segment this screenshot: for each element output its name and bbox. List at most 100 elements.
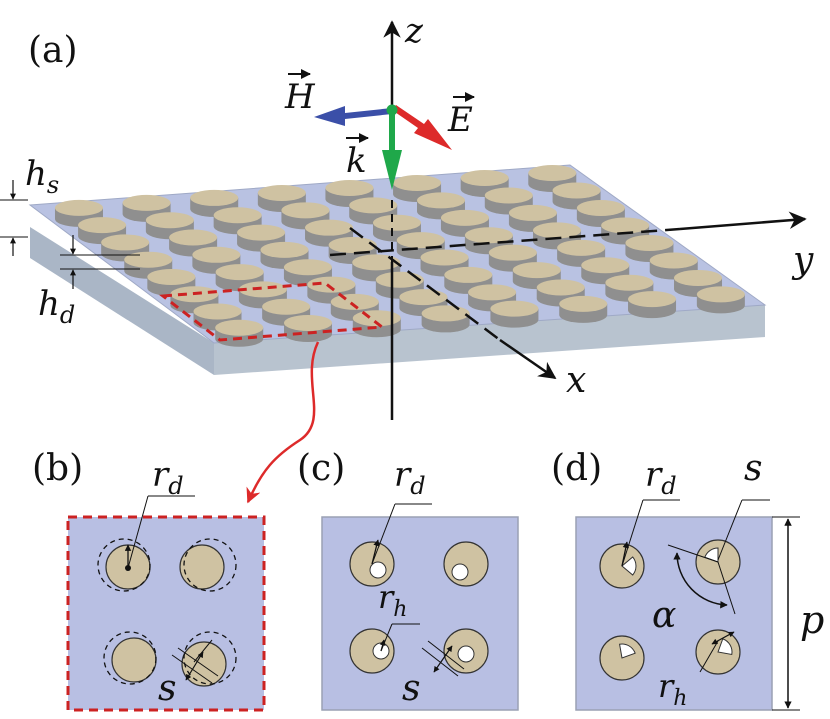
disk-top — [605, 274, 654, 291]
disk — [179, 544, 225, 590]
rh-leader-d — [699, 640, 719, 673]
rh-sub-c: h — [393, 597, 407, 622]
disk — [443, 541, 489, 587]
callout-arrow — [246, 341, 320, 504]
disk-top — [147, 268, 196, 285]
disk-top — [559, 295, 608, 312]
rh-base-d: r — [658, 667, 675, 705]
disk-top — [328, 237, 377, 254]
hd-dimension: hd — [38, 235, 140, 329]
alpha-label: α — [652, 595, 676, 636]
s-arrow-b — [185, 651, 204, 681]
x-axis-hidden — [349, 226, 501, 342]
disk-top — [601, 217, 650, 234]
unit-cell-highlight — [159, 281, 386, 342]
rd-sub-c: d — [410, 472, 425, 500]
disk-top — [536, 279, 585, 296]
rd-arrow-d — [621, 541, 629, 567]
disk-top — [460, 170, 509, 187]
z-axis-label: z — [404, 11, 424, 51]
disk-top — [145, 212, 194, 229]
rh-arrow-d — [711, 631, 735, 645]
E-arrow — [392, 105, 452, 150]
disk-top — [440, 209, 489, 226]
rd-label-c: rd — [394, 455, 426, 500]
dielectric-disks — [54, 165, 745, 347]
rh-sub-d: h — [673, 686, 687, 711]
disk-original-position — [97, 538, 151, 592]
alpha-arc — [673, 552, 728, 609]
disk-top — [372, 214, 421, 231]
disk-top — [416, 192, 465, 209]
disk-top — [238, 281, 287, 298]
disk-center-b — [125, 565, 131, 571]
disk-original-position — [183, 631, 237, 685]
hs-dimension: hs — [0, 154, 59, 256]
disk-top — [192, 246, 241, 263]
rd-leader-d-diag — [621, 499, 644, 567]
H-label: H — [284, 69, 316, 117]
rd-sub-d: d — [661, 472, 676, 500]
substrate-side-right — [214, 305, 765, 375]
panel-a: (a) z y x H E — [0, 11, 814, 504]
rh-arrow-c — [379, 639, 386, 652]
disk-top — [325, 179, 374, 196]
substrate-side-front — [30, 227, 214, 375]
disk-top — [101, 234, 150, 251]
s-label-c: s — [402, 668, 420, 709]
rd-label-b: rd — [152, 455, 184, 500]
disk-top — [628, 291, 677, 308]
disk-original-position — [103, 631, 157, 685]
rh-label-c: rh — [378, 578, 407, 622]
disk-top — [54, 199, 103, 216]
disk-top — [281, 202, 330, 219]
disk-top — [284, 314, 333, 331]
disk-top — [557, 239, 606, 256]
hd-sub: d — [60, 301, 75, 329]
disk-top — [464, 227, 513, 244]
disk-top — [237, 224, 286, 241]
disk-top — [468, 284, 517, 301]
disk — [181, 641, 227, 687]
unit-cell-c — [321, 516, 519, 711]
disk-top — [625, 234, 674, 251]
rd-base-c: r — [394, 455, 412, 495]
disk-hole — [369, 561, 387, 579]
disk-top — [78, 217, 127, 234]
disk-top — [124, 251, 173, 268]
hs-label: hs — [25, 154, 59, 199]
disk-top — [533, 222, 582, 239]
disk-top — [581, 257, 630, 274]
rd-arrow-c — [371, 539, 380, 565]
disk-top — [512, 262, 561, 279]
disk-top — [305, 219, 354, 236]
disk-top — [444, 266, 493, 283]
disk-top — [421, 305, 470, 322]
panel-c: (c) rd rh s — [297, 448, 519, 711]
rd-base-b: r — [152, 455, 170, 495]
disk-top — [420, 249, 469, 266]
hd-label: hd — [38, 284, 75, 329]
s-label-b: s — [158, 668, 176, 709]
k-label: k — [346, 133, 369, 181]
disk-top — [674, 269, 723, 286]
alpha-ray-1 — [667, 544, 719, 563]
y-axis-label: y — [791, 240, 814, 281]
panel-label-b: (b) — [32, 448, 83, 489]
rd-base-d: r — [645, 455, 663, 495]
disk-top — [375, 271, 424, 288]
disk-top — [484, 187, 533, 204]
s-leader-d — [717, 499, 743, 561]
p-label: p — [800, 598, 824, 642]
panel-label-d: (d) — [551, 448, 602, 489]
rh-label-d: rh — [658, 667, 687, 711]
disk-top — [488, 244, 537, 261]
disk-top — [352, 254, 401, 271]
disk-top — [190, 189, 239, 206]
rd-leader-c-diag — [371, 503, 396, 565]
x-axis-label: x — [566, 360, 586, 401]
disk-top — [576, 200, 625, 217]
s-label-d: s — [744, 448, 762, 489]
disk-sector-cutout — [618, 643, 636, 659]
